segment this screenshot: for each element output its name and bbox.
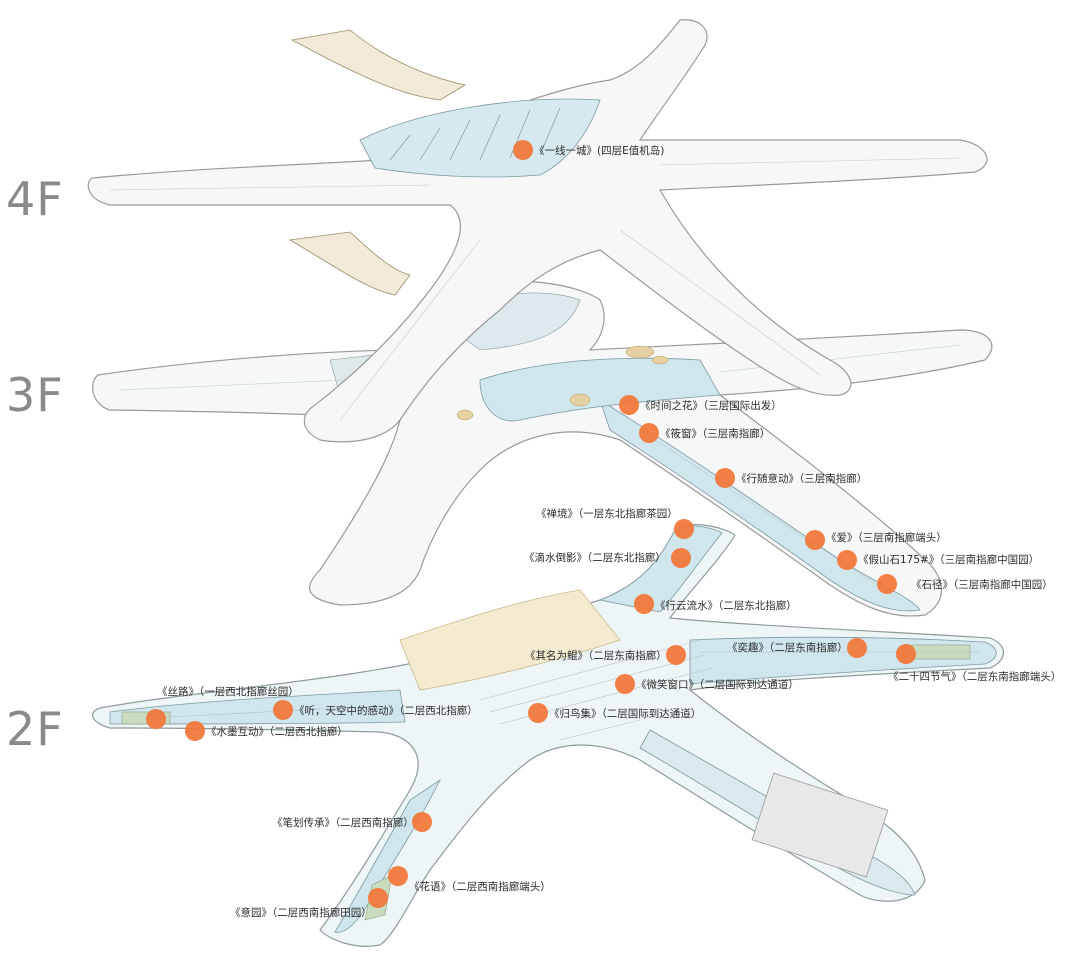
poi-label: 《筱窗》（三层南指廊） (660, 428, 771, 440)
poi-dot[interactable] (877, 574, 897, 594)
poi-dot[interactable] (528, 703, 548, 723)
floor-3f-roof-fragment (288, 231, 411, 296)
poi-label: 《假山石175#》（三层南指廊中国园） (858, 554, 1040, 566)
floor-label-2f: 2F (6, 702, 64, 756)
poi-label: 《丝路》（一层西北指廊丝园） (157, 686, 299, 698)
poi-dot[interactable] (639, 423, 659, 443)
floor-4f-outline (87, 19, 988, 443)
floor-2f-northeast-pier (598, 525, 723, 613)
floor-3f-south-pier (599, 399, 921, 612)
poi-label: 《水墨互动》（二层西北指廊） (206, 726, 348, 738)
floor-3f-tan-areas (456, 345, 669, 421)
poi-label: 《归鸟集》（二层国际到达通道） (549, 708, 702, 720)
floor-4f-roof-fragment (290, 29, 467, 101)
poi-label: 《爱》（三层南指廊端头） (826, 532, 947, 544)
poi-dot[interactable] (388, 866, 408, 886)
poi-dot[interactable] (368, 888, 388, 908)
poi-dot[interactable] (273, 700, 293, 720)
poi-label: 《微笑窗口》（二层国际到达通道） (636, 679, 799, 691)
floor-4f-hatching (109, 157, 961, 421)
poi-dot[interactable] (146, 709, 166, 729)
poi-dot[interactable] (674, 519, 694, 539)
floor-label-4f: 4F (6, 172, 64, 226)
poi-label: 《其名为鲲》（二层东南指廊） (525, 650, 667, 662)
floor-4f-plan (87, 19, 988, 443)
poi-dot[interactable] (896, 644, 916, 664)
poi-dot[interactable] (837, 550, 857, 570)
poi-label: 《花语》（二层西南指廊端头） (409, 881, 551, 893)
poi-label: 《奕趣》（二层东南指廊） (727, 642, 848, 654)
poi-label: 《行随意动》（三层南指廊） (736, 473, 868, 485)
poi-dot[interactable] (671, 548, 691, 568)
poi-dot[interactable] (715, 468, 735, 488)
poi-label: 《禅境》（一层东北指廊茶园） (536, 508, 678, 520)
poi-dot[interactable] (619, 395, 639, 415)
poi-label: 《行云流水》（二层东北指廊） (655, 600, 797, 612)
poi-dot[interactable] (513, 140, 533, 160)
floor-2f-hatching (149, 639, 980, 741)
poi-dot[interactable] (615, 674, 635, 694)
floor-2f-central-plaza (399, 589, 621, 691)
floor-4f-checkin-island (359, 98, 601, 178)
poi-label: 《笔划传承》（二层西南指廊） (272, 817, 414, 829)
poi-label: 《滴水倒影》（二层东北指廊） (524, 552, 666, 564)
floor-3f-international-departure (479, 357, 721, 422)
poi-label: 《二十四节气》（二层东南指廊端头） (888, 671, 1062, 683)
poi-label: 《时间之花》（三层国际出发） (640, 400, 782, 412)
floor-2f-south-building (751, 772, 889, 878)
poi-label: 《意园》（二层西南指廊田园） (230, 907, 372, 919)
poi-dot[interactable] (666, 645, 686, 665)
poi-label: 《一线一城》(四层E值机岛) (534, 145, 665, 157)
poi-dot[interactable] (805, 530, 825, 550)
floor-4f-checkin-rows (389, 107, 561, 161)
poi-dot[interactable] (185, 721, 205, 741)
poi-dot[interactable] (847, 638, 867, 658)
poi-label: 《听，天空中的感动》（二层西北指廊） (294, 705, 478, 717)
poi-dot[interactable] (634, 594, 654, 614)
poi-dot[interactable] (412, 812, 432, 832)
floor-label-3f: 3F (6, 368, 64, 422)
poi-label: 《石径》（三层南指廊中国园） (911, 579, 1053, 591)
floor-2f-plan (92, 524, 1005, 947)
